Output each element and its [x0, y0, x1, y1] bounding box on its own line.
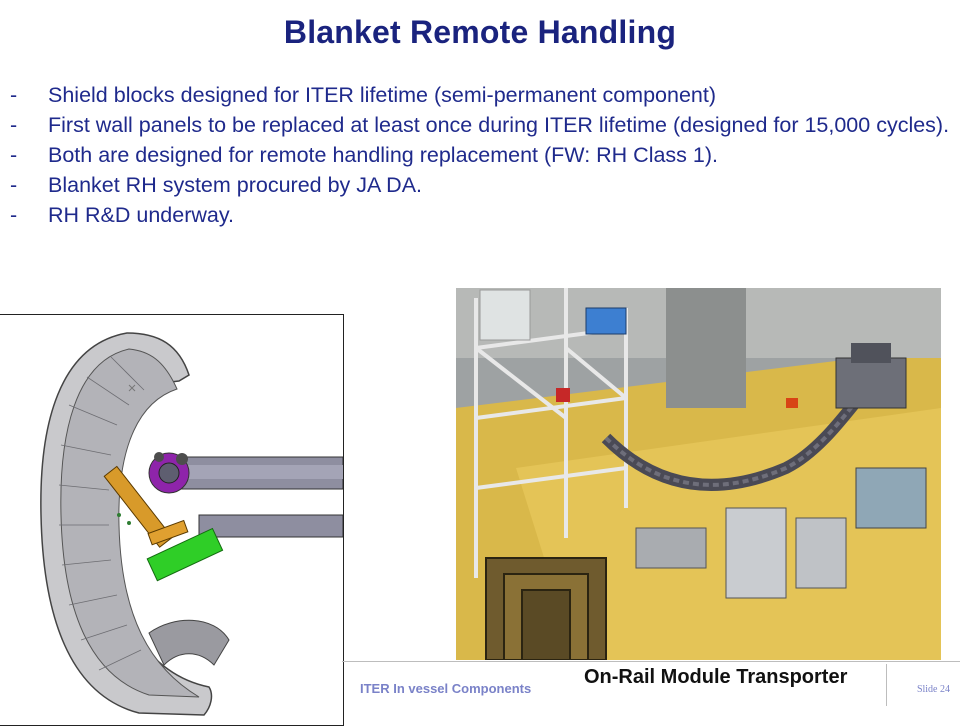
facility-photo-graphic — [456, 288, 941, 660]
bullet-dash: - — [10, 203, 18, 227]
bullet-item: - Blanket RH system procured by JA DA. — [10, 170, 950, 200]
bullet-item: - Both are designed for remote handling r… — [10, 140, 950, 170]
vessel-cross-section-diagram — [0, 314, 344, 726]
bullet-dash: - — [10, 143, 18, 167]
footer-left-text: ITER In vessel Components — [360, 681, 532, 696]
slide-title: Blanket Remote Handling — [283, 14, 677, 50]
bullet-item: - RH R&D underway. — [10, 200, 950, 230]
photo-caption: On-Rail Module Transporter — [584, 666, 848, 688]
bullet-item: - First wall panels to be replaced at lea… — [10, 110, 950, 140]
slide-number: Slide 24 — [916, 684, 950, 695]
slide-footer: ITER In vessel Components Slide 24 — [342, 661, 960, 721]
bullet-text: First wall panels to be replaced at leas… — [48, 113, 950, 137]
bullet-dash: - — [10, 113, 18, 137]
bullet-text: Shield blocks designed for ITER lifetime… — [48, 83, 716, 107]
bullet-dash: - — [10, 173, 18, 197]
footer-divider — [886, 664, 887, 706]
vessel-diagram-graphic — [40, 332, 343, 716]
bullet-item: - Shield blocks designed for ITER lifetim… — [10, 80, 950, 110]
bullet-list: - Shield blocks designed for ITER lifetim… — [10, 80, 950, 230]
bullet-text: Both are designed for remote handling re… — [48, 143, 718, 167]
rh-facility-photo — [456, 288, 941, 660]
bullet-dash: - — [10, 83, 18, 107]
bullet-text: Blanket RH system procured by JA DA. — [48, 173, 423, 197]
bullet-text: RH R&D underway. — [48, 203, 234, 227]
